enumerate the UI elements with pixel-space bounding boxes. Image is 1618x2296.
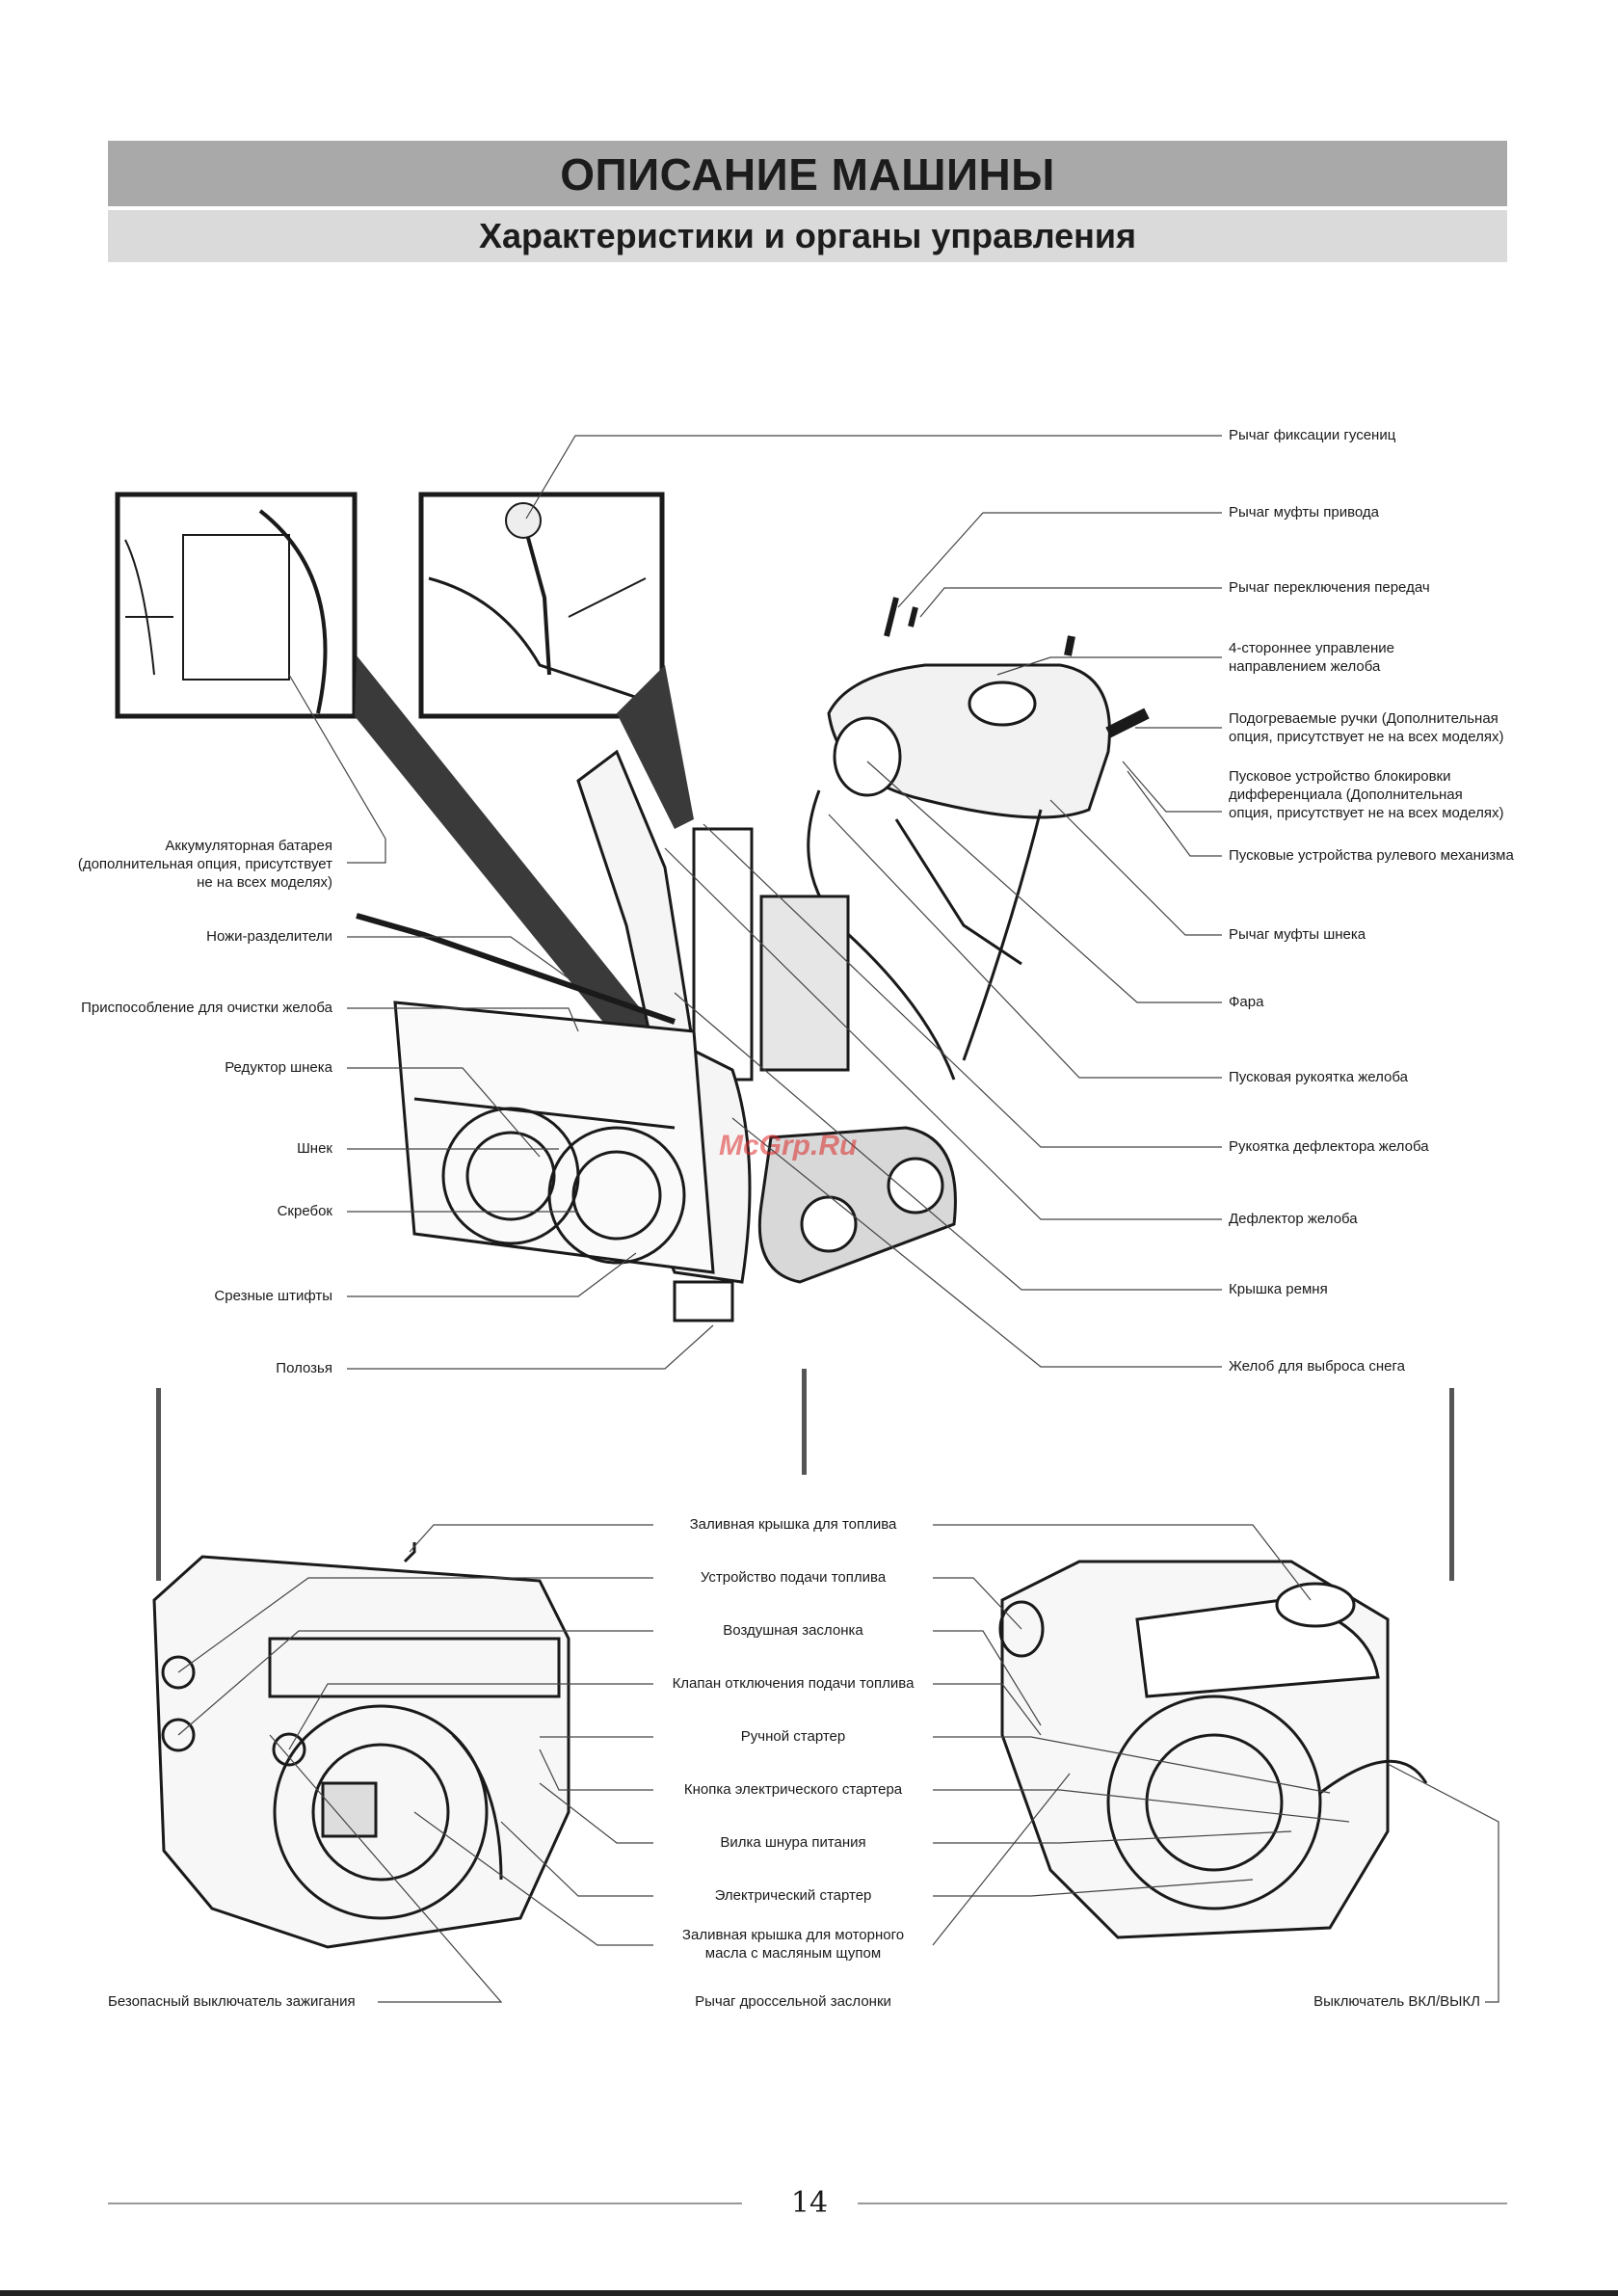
- label-gear-shift-lever: Рычаг переключения передач: [1229, 579, 1430, 596]
- label-battery: Аккумуляторная батарея (дополнительная о…: [77, 838, 332, 891]
- label-on-off-switch: Выключатель ВКЛ/ВЫКЛ: [1313, 1993, 1480, 2010]
- label-fuel-cap: Заливная крышка для топлива: [689, 1516, 897, 1533]
- label-deflector-handle: Рукоятка дефлектора желоба: [1229, 1138, 1429, 1155]
- inset-track-lever-box: [418, 492, 665, 719]
- label-discharge-chute: Желоб для выброса снега: [1229, 1358, 1405, 1375]
- label-auger-clutch-lever: Рычаг муфты шнека: [1229, 926, 1366, 943]
- label-chute-control: 4-стороннее управление направлением жело…: [1229, 640, 1395, 675]
- label-throttle-lever: Рычаг дроссельной заслонки: [695, 1993, 891, 2010]
- label-fuel-shutoff: Клапан отключения подачи топлива: [672, 1675, 915, 1692]
- label-choke: Воздушная заслонка: [723, 1622, 863, 1639]
- section-title-bar: ОПИСАНИЕ МАШИНЫ: [108, 141, 1507, 206]
- label-electric-starter: Электрический стартер: [714, 1887, 872, 1904]
- section-subtitle: Характеристики и органы управления: [478, 216, 1137, 255]
- label-shear-pins: Срезные штифты: [214, 1288, 332, 1304]
- label-electric-start-button: Кнопка электрического стартера: [683, 1781, 903, 1798]
- page-number: 14: [790, 2186, 829, 2220]
- label-belt-cover: Крышка ремня: [1229, 1281, 1328, 1297]
- label-safety-ignition-key: Безопасный выключатель зажигания: [108, 1993, 356, 2010]
- label-diff-lock-trigger: Пусковое устройство блокировки дифференц…: [1229, 768, 1504, 821]
- label-steering-triggers: Пусковые устройства рулевого механизма: [1229, 847, 1514, 864]
- label-auger-gearbox: Редуктор шнека: [225, 1059, 332, 1076]
- label-drift-cutters: Ножи-разделители: [206, 928, 332, 945]
- section-title: ОПИСАНИЕ МАШИНЫ: [560, 149, 1055, 200]
- label-auger: Шнек: [297, 1140, 332, 1157]
- label-skid-shoes: Полозья: [276, 1360, 332, 1376]
- label-oil-fill-dipstick: Заливная крышка для моторного масла с ма…: [681, 1927, 905, 1962]
- inset-battery-box: [115, 492, 358, 719]
- label-headlight: Фара: [1229, 994, 1264, 1010]
- label-recoil-starter: Ручной стартер: [740, 1728, 846, 1745]
- watermark: McGrp.Ru: [719, 1130, 858, 1161]
- section-subtitle-bar: Характеристики и органы управления: [108, 210, 1507, 262]
- label-drive-clutch-lever: Рычаг муфты привода: [1229, 504, 1379, 521]
- label-chute-deflector: Дефлектор желоба: [1229, 1211, 1358, 1227]
- label-power-cord-plug: Вилка шнура питания: [720, 1834, 866, 1851]
- label-chute-crank: Пусковая рукоятка желоба: [1229, 1069, 1408, 1085]
- label-track-lock-lever: Рычаг фиксации гусениц: [1229, 427, 1396, 443]
- label-primer: Устройство подачи топлива: [700, 1569, 887, 1586]
- label-clean-out-tool: Приспособление для очистки желоба: [81, 1000, 332, 1016]
- label-heated-grips: Подогреваемые ручки (Дополнительная опци…: [1229, 710, 1504, 745]
- label-scraper: Скребок: [277, 1203, 332, 1219]
